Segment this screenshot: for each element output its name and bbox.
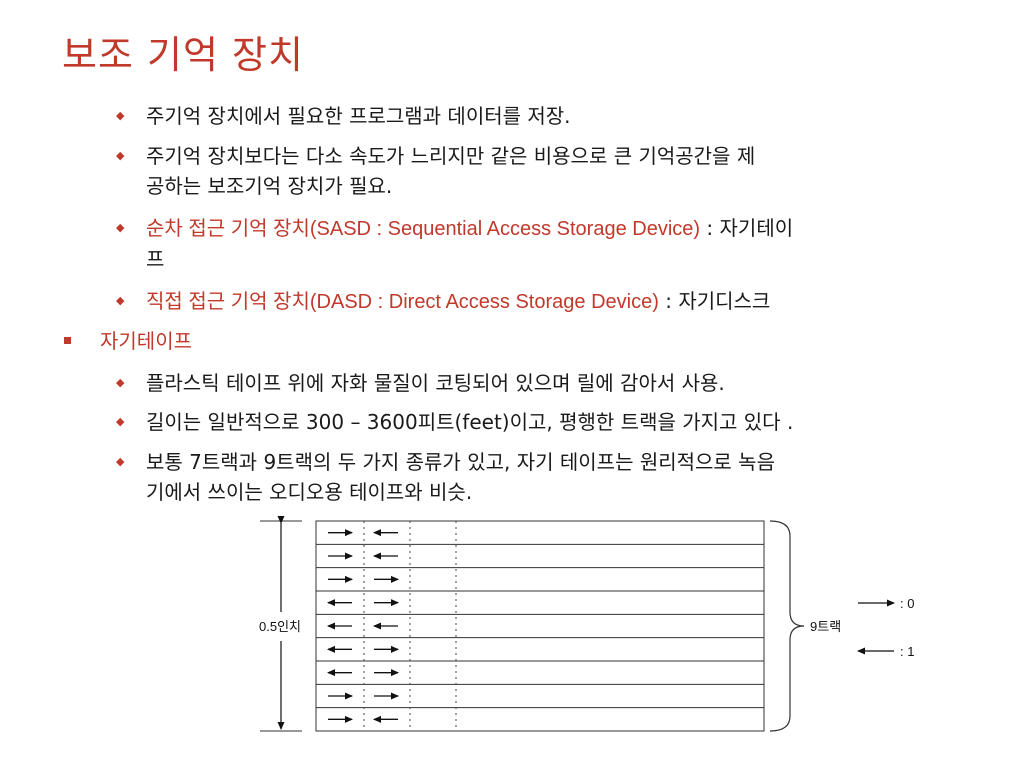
bullet-text-cont: 공하는 보조기억 장치가 필요. [146, 174, 393, 198]
tape-outline [315, 520, 765, 732]
bullet-text: 보통 7트랙과 9트랙의 두 가지 종류가 있고, 자기 테이프는 원리적으로 … [146, 450, 775, 474]
track-arrows [327, 529, 399, 723]
bullet-text: 플라스틱 테이프 위에 자화 물질이 코팅되어 있으며 릴에 감아서 사용. [146, 371, 725, 395]
legend-one-label: : 1 [900, 644, 914, 659]
bullet-text: 길이는 일반적으로 300 – 3600피트(feet)이고, 평행한 트랙을 … [146, 410, 794, 434]
bullet-item: ◆ 순차 접근 기억 장치(SASD : Sequential Access S… [116, 213, 1016, 274]
diamond-bullet-icon: ◆ [116, 376, 125, 389]
bullet-text-cont: 프 [146, 247, 165, 271]
diamond-bullet-icon: ◆ [116, 109, 125, 122]
bullet-text: 주기억 장치에서 필요한 프로그램과 데이터를 저장. [146, 104, 571, 128]
diamond-bullet-icon: ◆ [116, 294, 125, 307]
tracks-label: 9트랙 [810, 619, 841, 634]
section-heading: 자기테이프 [64, 326, 192, 356]
square-bullet-icon [64, 337, 71, 344]
width-label: 0.5인치 [259, 619, 301, 634]
bullet-item: ◆ 주기억 장치에서 필요한 프로그램과 데이터를 저장. [116, 101, 1016, 131]
bullet-item: ◆ 주기억 장치보다는 다소 속도가 느리지만 같은 비용으로 큰 기억공간을 … [116, 141, 1016, 201]
diamond-bullet-icon: ◆ [116, 149, 125, 162]
sub-bullet-item: ◆ 길이는 일반적으로 300 – 3600피트(feet)이고, 평행한 트랙… [116, 407, 1016, 437]
slide-title: 보조 기억 장치 [62, 33, 304, 77]
track-lines [316, 543, 764, 709]
bullet-text-cont: 기에서 쓰이는 오디오용 테이프와 비슷. [146, 480, 473, 504]
legend-zero-label: : 0 [900, 596, 914, 611]
bullet-text: 주기억 장치보다는 다소 속도가 느리지만 같은 비용으로 큰 기억공간을 제 [146, 144, 756, 168]
diamond-bullet-icon: ◆ [116, 221, 125, 234]
bullet-highlight: 직접 접근 기억 장치(DASD : Direct Access Storage… [146, 291, 659, 313]
bullet-text: : 자기테이 [700, 216, 794, 240]
diamond-bullet-icon: ◆ [116, 415, 125, 428]
diamond-bullet-icon: ◆ [116, 455, 125, 468]
bullet-item: ◆ 직접 접근 기억 장치(DASD : Direct Access Stora… [116, 286, 1016, 317]
sub-bullet-item: ◆ 보통 7트랙과 9트랙의 두 가지 종류가 있고, 자기 테이프는 원리적으… [116, 447, 1016, 507]
tracks-brace [769, 520, 805, 732]
sub-bullet-item: ◆ 플라스틱 테이프 위에 자화 물질이 코팅되어 있으며 릴에 감아서 사용. [116, 368, 1016, 398]
section-label: 자기테이프 [100, 329, 192, 353]
bullet-text: : 자기디스크 [658, 289, 771, 313]
bullet-highlight: 순차 접근 기억 장치(SASD : Sequential Access Sto… [146, 218, 701, 240]
